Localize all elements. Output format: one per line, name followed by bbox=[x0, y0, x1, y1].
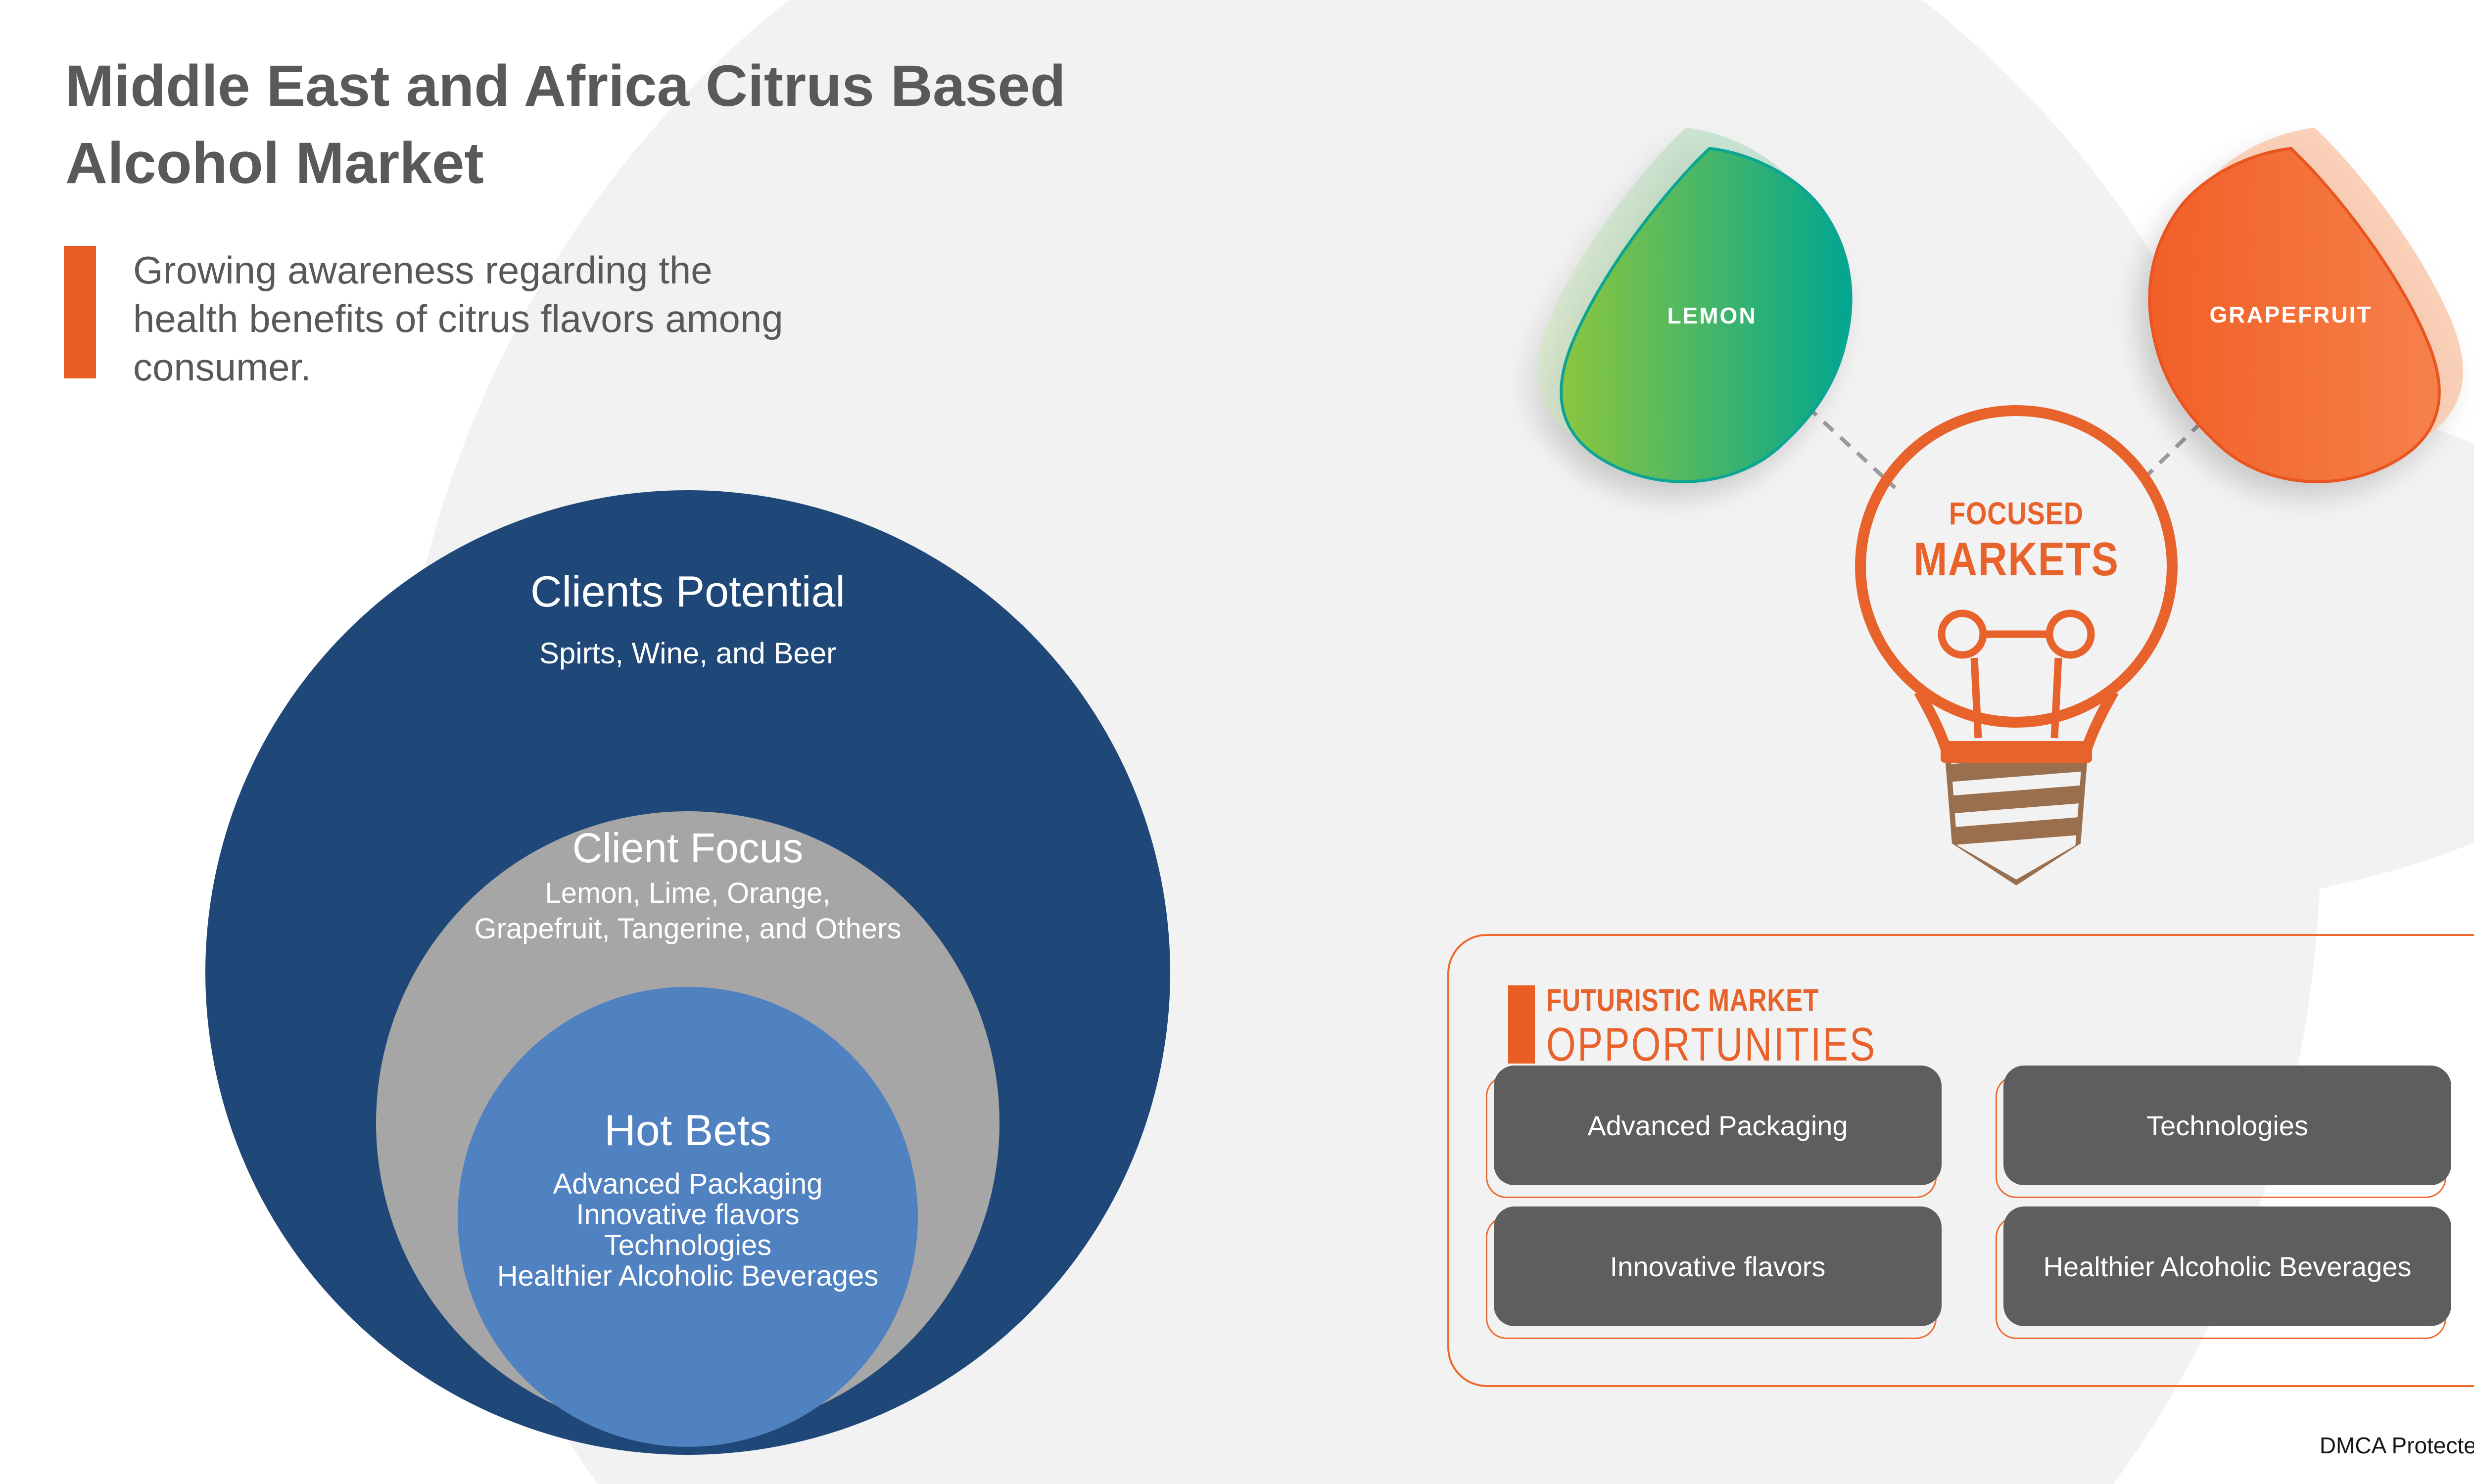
opportunities-accent-bar bbox=[1508, 985, 1535, 1064]
opportunities-heading: FUTURISTIC MARKET OPPORTUNITIES bbox=[1546, 981, 1959, 1070]
card-label: Technologies bbox=[2003, 1066, 2451, 1185]
focused-markets-line2: MARKETS bbox=[1913, 533, 2119, 586]
grapefruit-label: GRAPEFRUIT bbox=[2209, 302, 2373, 327]
clients-potential-title: Clients Potential bbox=[530, 567, 845, 616]
grapefruit-blob bbox=[2148, 128, 2463, 483]
hot-bets-item: Innovative flavors bbox=[576, 1199, 800, 1231]
opportunity-card-technologies: Technologies bbox=[1996, 1066, 2451, 1198]
bulb-collar bbox=[1941, 741, 2092, 763]
dmca-watermark: DMCA Protected © DataBridge bbox=[2319, 1433, 2474, 1458]
bulb-filament bbox=[1938, 609, 2095, 739]
page-title-line2: Alcohol Market bbox=[65, 131, 484, 196]
opportunity-card-innovative-flavors: Innovative flavors bbox=[1486, 1206, 1942, 1339]
lemon-blob bbox=[1537, 128, 1853, 483]
card-label: Advanced Packaging bbox=[1494, 1066, 1942, 1185]
client-focus-subtitle-line2: Grapefruit, Tangerine, and Others bbox=[474, 913, 902, 945]
subtitle-line3: consumer. bbox=[133, 345, 311, 389]
hot-bets-title: Hot Bets bbox=[604, 1106, 771, 1155]
lemon-label: LEMON bbox=[1667, 303, 1757, 328]
card-label: Innovative flavors bbox=[1494, 1206, 1942, 1326]
light-bulb-icon bbox=[1855, 405, 2178, 885]
hot-bets-list: Advanced Packaging Innovative flavors Te… bbox=[458, 1169, 918, 1292]
hot-bets-item: Healthier Alcoholic Beverages bbox=[497, 1260, 879, 1292]
page-subtitle: Growing awareness regarding the health b… bbox=[133, 246, 1073, 391]
subtitle-accent-bar bbox=[64, 246, 96, 378]
client-focus-subtitle-line1: Lemon, Lime, Orange, bbox=[545, 877, 831, 909]
hot-bets-circle: Hot Bets Advanced Packaging Innovative f… bbox=[458, 987, 918, 1447]
client-focus-subtitle: Lemon, Lime, Orange, Grapefruit, Tangeri… bbox=[376, 876, 999, 947]
page-title-line1: Middle East and Africa Citrus Based bbox=[65, 53, 1066, 119]
page-title: Middle East and Africa Citrus Based Alco… bbox=[65, 47, 1748, 202]
subtitle-line1: Growing awareness regarding the bbox=[133, 248, 713, 292]
clients-potential-subtitle: Spirts, Wine, and Beer bbox=[539, 637, 837, 670]
bulb-screw-base bbox=[1946, 763, 2087, 885]
opportunities-heading-line1: FUTURISTIC MARKET bbox=[1546, 982, 1819, 1018]
focused-markets-line1: FOCUSED bbox=[1949, 496, 2084, 531]
hot-bets-item: Technologies bbox=[604, 1229, 772, 1261]
client-focus-title: Client Focus bbox=[572, 825, 804, 871]
card-label: Healthier Alcoholic Beverages bbox=[2003, 1206, 2451, 1326]
opportunity-card-advanced-packaging: Advanced Packaging bbox=[1486, 1066, 1942, 1198]
opportunity-card-healthier-alcoholic-beverages: Healthier Alcoholic Beverages bbox=[1996, 1206, 2451, 1339]
opportunities-heading-line2: OPPORTUNITIES bbox=[1546, 1018, 1877, 1071]
opportunities-panel: FUTURISTIC MARKET OPPORTUNITIES Advanced… bbox=[1447, 934, 2474, 1387]
hot-bets-item: Advanced Packaging bbox=[553, 1168, 823, 1200]
subtitle-line2: health benefits of citrus flavors among bbox=[133, 297, 783, 340]
